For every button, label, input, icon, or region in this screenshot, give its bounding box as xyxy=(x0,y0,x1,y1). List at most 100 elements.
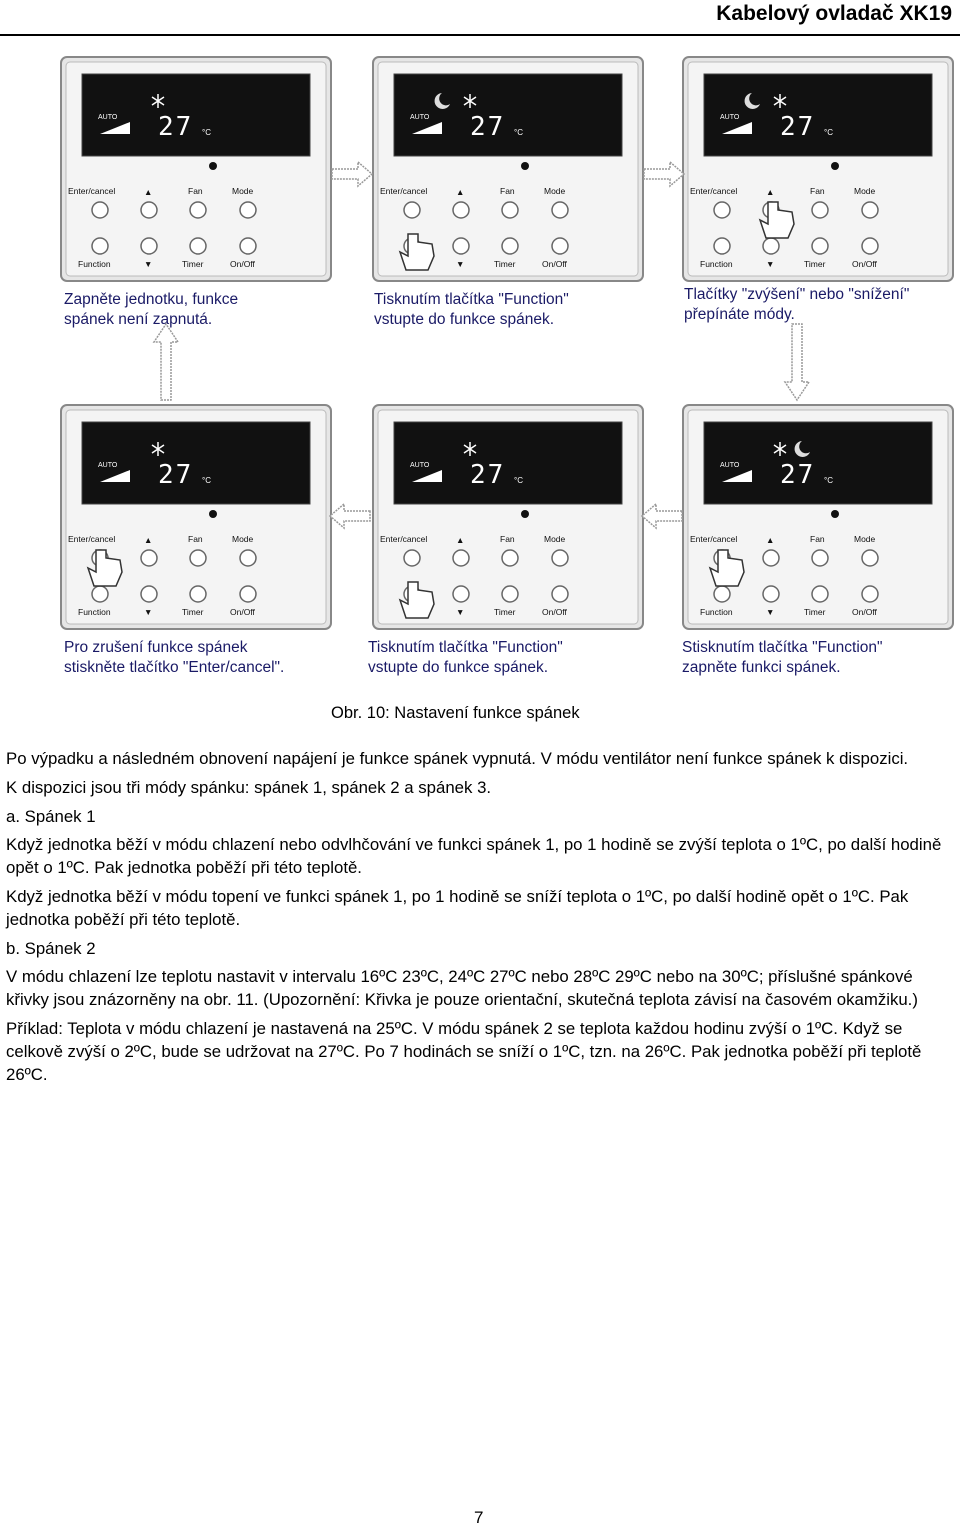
temperature-display: 27 xyxy=(158,112,194,142)
timer-button-label[interactable]: Timer xyxy=(494,607,516,617)
snowflake-icon xyxy=(463,94,477,108)
fan-button-label[interactable]: Fan xyxy=(500,534,515,544)
arrow-right-icon xyxy=(643,160,686,188)
down-button-label[interactable]: ▼ xyxy=(456,259,465,269)
panel-caption-2: Tisknutím tlačítka "Function"vstupte do … xyxy=(374,291,569,328)
on-off-button-label[interactable]: On/Off xyxy=(230,607,255,617)
auto-label: AUTO xyxy=(98,114,118,121)
temperature-display: 27 xyxy=(158,460,194,490)
snowflake-icon xyxy=(773,442,787,456)
fan-button-label[interactable]: Fan xyxy=(810,534,825,544)
fan-speed-icon xyxy=(412,470,442,482)
unit-label: °C xyxy=(824,476,833,485)
down-button-label[interactable]: ▼ xyxy=(144,259,153,269)
timer-button-label[interactable]: Timer xyxy=(182,607,204,617)
panel-caption-5: Tisknutím tlačítka "Function"vstupte do … xyxy=(368,639,563,676)
snowflake-icon xyxy=(151,94,165,108)
section-heading: b. Spánek 2 xyxy=(6,938,96,958)
down-button-label[interactable]: ▼ xyxy=(456,607,465,617)
enter-cancel-button-label[interactable]: Enter/cancel xyxy=(68,534,116,544)
enter-cancel-button-label[interactable]: Enter/cancel xyxy=(690,186,738,196)
function-button-label[interactable]: Function xyxy=(700,259,733,269)
paragraph: K dispozici jsou tři módy spánku: spánek… xyxy=(6,777,492,797)
fan-button-label[interactable]: Fan xyxy=(188,186,203,196)
fan-speed-icon xyxy=(100,470,130,482)
paragraph: Po výpadku a následném obnovení napájení… xyxy=(6,749,909,768)
enter-cancel-button-label[interactable]: Enter/cancel xyxy=(380,534,428,544)
on-off-button-label[interactable]: On/Off xyxy=(230,259,255,269)
temperature-display: 27 xyxy=(470,112,506,142)
arrow-down-icon xyxy=(783,323,811,402)
remote-panel-4: AUTO 27 °C Enter/cancel ▲ Fan Mode Funct… xyxy=(60,404,332,632)
arrow-up-icon xyxy=(152,322,180,401)
body-text: Po výpadku a následném obnovení napájení… xyxy=(6,748,952,1092)
up-button-label[interactable]: ▲ xyxy=(456,535,465,545)
up-button-label[interactable]: ▲ xyxy=(144,187,153,197)
down-button-label[interactable]: ▼ xyxy=(766,259,775,269)
on-off-button-label[interactable]: On/Off xyxy=(542,259,567,269)
moon-icon xyxy=(434,93,450,109)
remote-panel-6: AUTO 27 °C Enter/cancel ▲ Fan Mode Funct… xyxy=(682,404,954,632)
auto-label: AUTO xyxy=(410,462,430,469)
arrow-right-icon xyxy=(331,160,374,188)
moon-icon xyxy=(794,441,810,457)
fan-speed-icon xyxy=(722,470,752,482)
temperature-display: 27 xyxy=(470,460,506,490)
section-heading: a. Spánek 1 xyxy=(6,806,96,826)
panel-caption-3: Tlačítky "zvýšení" nebo "snížení"přepíná… xyxy=(684,286,910,323)
enter-cancel-button-label[interactable]: Enter/cancel xyxy=(380,186,428,196)
moon-icon xyxy=(744,93,760,109)
figure-caption: Obr. 10: Nastavení funkce spánek xyxy=(331,704,580,722)
timer-button-label[interactable]: Timer xyxy=(804,607,826,617)
auto-label: AUTO xyxy=(410,114,430,121)
mode-button-label[interactable]: Mode xyxy=(854,186,876,196)
mode-button-label[interactable]: Mode xyxy=(544,186,566,196)
timer-button-label[interactable]: Timer xyxy=(182,259,204,269)
document-title: Kabelový ovladač XK19 xyxy=(716,2,952,25)
up-button-label[interactable]: ▲ xyxy=(766,187,775,197)
down-button-label[interactable]: ▼ xyxy=(766,607,775,617)
snowflake-icon xyxy=(151,442,165,456)
fan-speed-icon xyxy=(722,122,752,134)
mode-button-label[interactable]: Mode xyxy=(232,186,254,196)
panel-caption-6: Stisknutím tlačítka "Function"zapněte fu… xyxy=(682,639,883,676)
unit-label: °C xyxy=(824,128,833,137)
fan-button-label[interactable]: Fan xyxy=(188,534,203,544)
hand-pointer-icon xyxy=(86,549,123,587)
down-button-label[interactable]: ▼ xyxy=(144,607,153,617)
up-button-label[interactable]: ▲ xyxy=(766,535,775,545)
fan-button-label[interactable]: Fan xyxy=(500,186,515,196)
enter-cancel-button-label[interactable]: Enter/cancel xyxy=(68,186,116,196)
on-off-button-label[interactable]: On/Off xyxy=(852,259,877,269)
up-button-label[interactable]: ▲ xyxy=(456,187,465,197)
up-button-label[interactable]: ▲ xyxy=(144,535,153,545)
mode-button-label[interactable]: Mode xyxy=(232,534,254,544)
remote-panel-2: AUTO 27 °C Enter/cancel ▲ Fan Mode ▼ Tim… xyxy=(372,56,644,284)
function-button-label[interactable]: Function xyxy=(700,607,733,617)
enter-cancel-button-label[interactable]: Enter/cancel xyxy=(690,534,738,544)
temperature-display: 27 xyxy=(780,112,816,142)
snowflake-icon xyxy=(773,94,787,108)
mode-button-label[interactable]: Mode xyxy=(544,534,566,544)
fan-button-label[interactable]: Fan xyxy=(810,186,825,196)
remote-panel-3: AUTO 27 °C Enter/cancel ▲ Fan Mode Funct… xyxy=(682,56,954,284)
unit-label: °C xyxy=(202,128,211,137)
page-number: 7 xyxy=(474,1508,484,1527)
on-off-button-label[interactable]: On/Off xyxy=(542,607,567,617)
fan-speed-icon xyxy=(100,122,130,134)
timer-button-label[interactable]: Timer xyxy=(494,259,516,269)
on-off-button-label[interactable]: On/Off xyxy=(852,607,877,617)
fan-speed-icon xyxy=(412,122,442,134)
unit-label: °C xyxy=(202,476,211,485)
hand-pointer-icon xyxy=(398,233,435,271)
mode-button-label[interactable]: Mode xyxy=(854,534,876,544)
function-button-label[interactable]: Function xyxy=(78,607,111,617)
function-button-label[interactable]: Function xyxy=(78,259,111,269)
timer-button-label[interactable]: Timer xyxy=(804,259,826,269)
remote-panel-5: AUTO 27 °C Enter/cancel ▲ Fan Mode ▼ Tim… xyxy=(372,404,644,632)
auto-label: AUTO xyxy=(720,114,740,121)
remote-panel-1: AUTO 27 °C Enter/cancel ▲ Fan Mode Funct… xyxy=(60,56,332,284)
arrow-left-icon xyxy=(328,502,371,530)
